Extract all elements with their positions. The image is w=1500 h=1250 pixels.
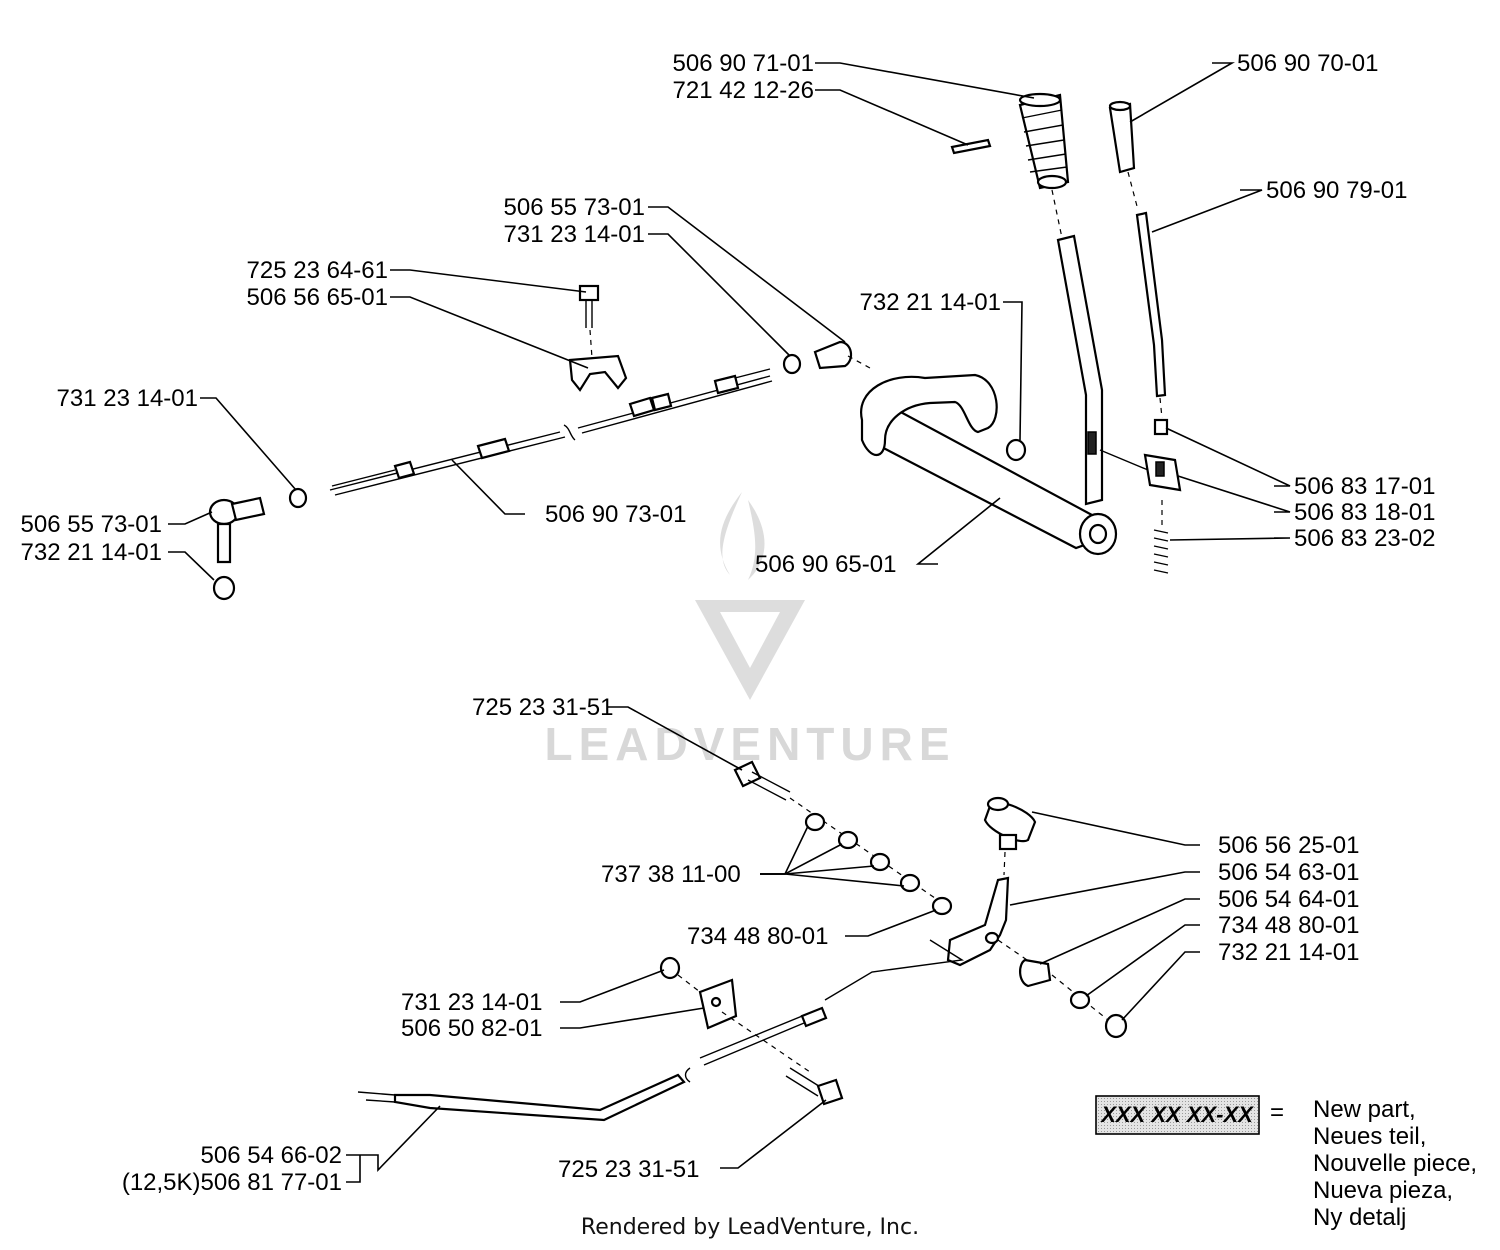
label-737-38-11-00: 737 38 11-00 [601, 861, 741, 888]
legend-line-neues-teil: Neues teil, [1313, 1123, 1426, 1150]
legend-equals: = [1270, 1099, 1284, 1126]
lower-knob [983, 796, 1037, 851]
ball-joint-left [208, 496, 266, 564]
label-506-90-70-01: 506 90 70-01 [1237, 50, 1378, 77]
cable-clamp [568, 354, 628, 392]
legend-sample-box [1095, 1095, 1260, 1135]
legend-line-new-part: New part, [1313, 1096, 1416, 1123]
detent-plate [1143, 453, 1182, 492]
control-cable [329, 368, 773, 496]
washers-737-38-11-00 [804, 812, 921, 893]
rendered-by-footer: Rendered by LeadVenture, Inc. [580, 1215, 920, 1240]
lower-nut [1104, 1013, 1128, 1039]
cable-bracket [698, 978, 738, 1030]
label-506-90-79-01: 506 90 79-01 [1266, 177, 1407, 204]
legend: XXX XX XX-XX = New part, Neues teil, Nou… [1095, 1095, 1477, 1231]
label-506-90-71-01: 506 90 71-01 [673, 50, 814, 77]
label-734-48-80-01-left: 734 48 80-01 [687, 923, 828, 950]
label-725-23-64-61: 725 23 64-61 [247, 257, 388, 284]
label-506-54-66-02: 506 54 66-02 [201, 1142, 342, 1169]
detent-plunger [1153, 418, 1169, 436]
lower-screw-bottom [785, 1067, 844, 1106]
leader-lines [168, 62, 1291, 1183]
legend-line-nueva-pieza: Nueva pieza, [1313, 1177, 1453, 1204]
ball-joint-nut [212, 575, 236, 601]
label-732-21-14-01-bottom: 732 21 14-01 [1218, 939, 1359, 966]
shift-lever-shaft [860, 234, 1118, 556]
legend-sample-text: XXX XX XX-XX [1099, 1102, 1254, 1127]
label-732-21-14-01-top: 732 21 14-01 [860, 289, 1001, 316]
label-506-90-65-01: 506 90 65-01 [755, 551, 896, 578]
label-506-55-73-01-left: 506 55 73-01 [21, 511, 162, 538]
cable-nut-right [782, 353, 802, 375]
washer-734-48-80-01-right [1069, 990, 1091, 1010]
cable-nut-left [288, 487, 308, 509]
legend-line-ny-detalj: Ny detalj [1313, 1204, 1406, 1231]
clamp-screw [578, 284, 600, 328]
lever-knob [1018, 92, 1070, 190]
lower-nut-left [659, 956, 681, 980]
label-731-23-14-01-left: 731 23 14-01 [57, 385, 198, 412]
label-731-23-14-01-top: 731 23 14-01 [504, 221, 645, 248]
lower-bracket [946, 876, 1010, 967]
roll-pin [950, 138, 992, 155]
label-506-90-73-01: 506 90 73-01 [545, 501, 686, 528]
label-506-81-77-01: (12,5K)506 81 77-01 [122, 1169, 342, 1196]
label-732-21-14-01-left: 732 21 14-01 [21, 539, 162, 566]
ball-joint-right [813, 340, 871, 370]
label-506-83-23-02: 506 83 23-02 [1294, 525, 1435, 552]
label-725-23-31-51-top: 725 23 31-51 [472, 694, 613, 721]
label-506-55-73-01-top: 506 55 73-01 [504, 194, 645, 221]
label-506-83-18-01: 506 83 18-01 [1294, 499, 1435, 526]
lower-pivot [1019, 958, 1052, 988]
detent-spring [1153, 529, 1169, 574]
watermark-text: LEADVENTURE [544, 718, 955, 770]
legend-line-nouvelle-piece: Nouvelle piece, [1313, 1150, 1477, 1177]
label-721-42-12-26: 721 42 12-26 [673, 77, 814, 104]
label-506-54-64-01: 506 54 64-01 [1218, 886, 1359, 913]
watermark-logo [695, 492, 805, 700]
label-506-56-65-01: 506 56 65-01 [247, 284, 388, 311]
label-731-23-14-01-bottom: 731 23 14-01 [401, 989, 542, 1016]
lower-screw-top [733, 760, 791, 801]
label-506-50-82-01: 506 50 82-01 [401, 1015, 542, 1042]
label-506-54-63-01: 506 54 63-01 [1218, 859, 1359, 886]
label-734-48-80-01-right: 734 48 80-01 [1218, 912, 1359, 939]
small-knob [1108, 100, 1136, 174]
label-725-23-31-51-bottom: 725 23 31-51 [558, 1156, 699, 1183]
label-506-83-17-01: 506 83 17-01 [1294, 473, 1435, 500]
part-labels: 506 90 71-01 721 42 12-26 506 90 70-01 5… [21, 50, 1436, 1196]
washer-734-48-80-01-left [931, 896, 953, 916]
label-506-56-25-01: 506 56 25-01 [1218, 832, 1359, 859]
selector-rod [1135, 211, 1167, 398]
lever-nut [1005, 438, 1027, 462]
